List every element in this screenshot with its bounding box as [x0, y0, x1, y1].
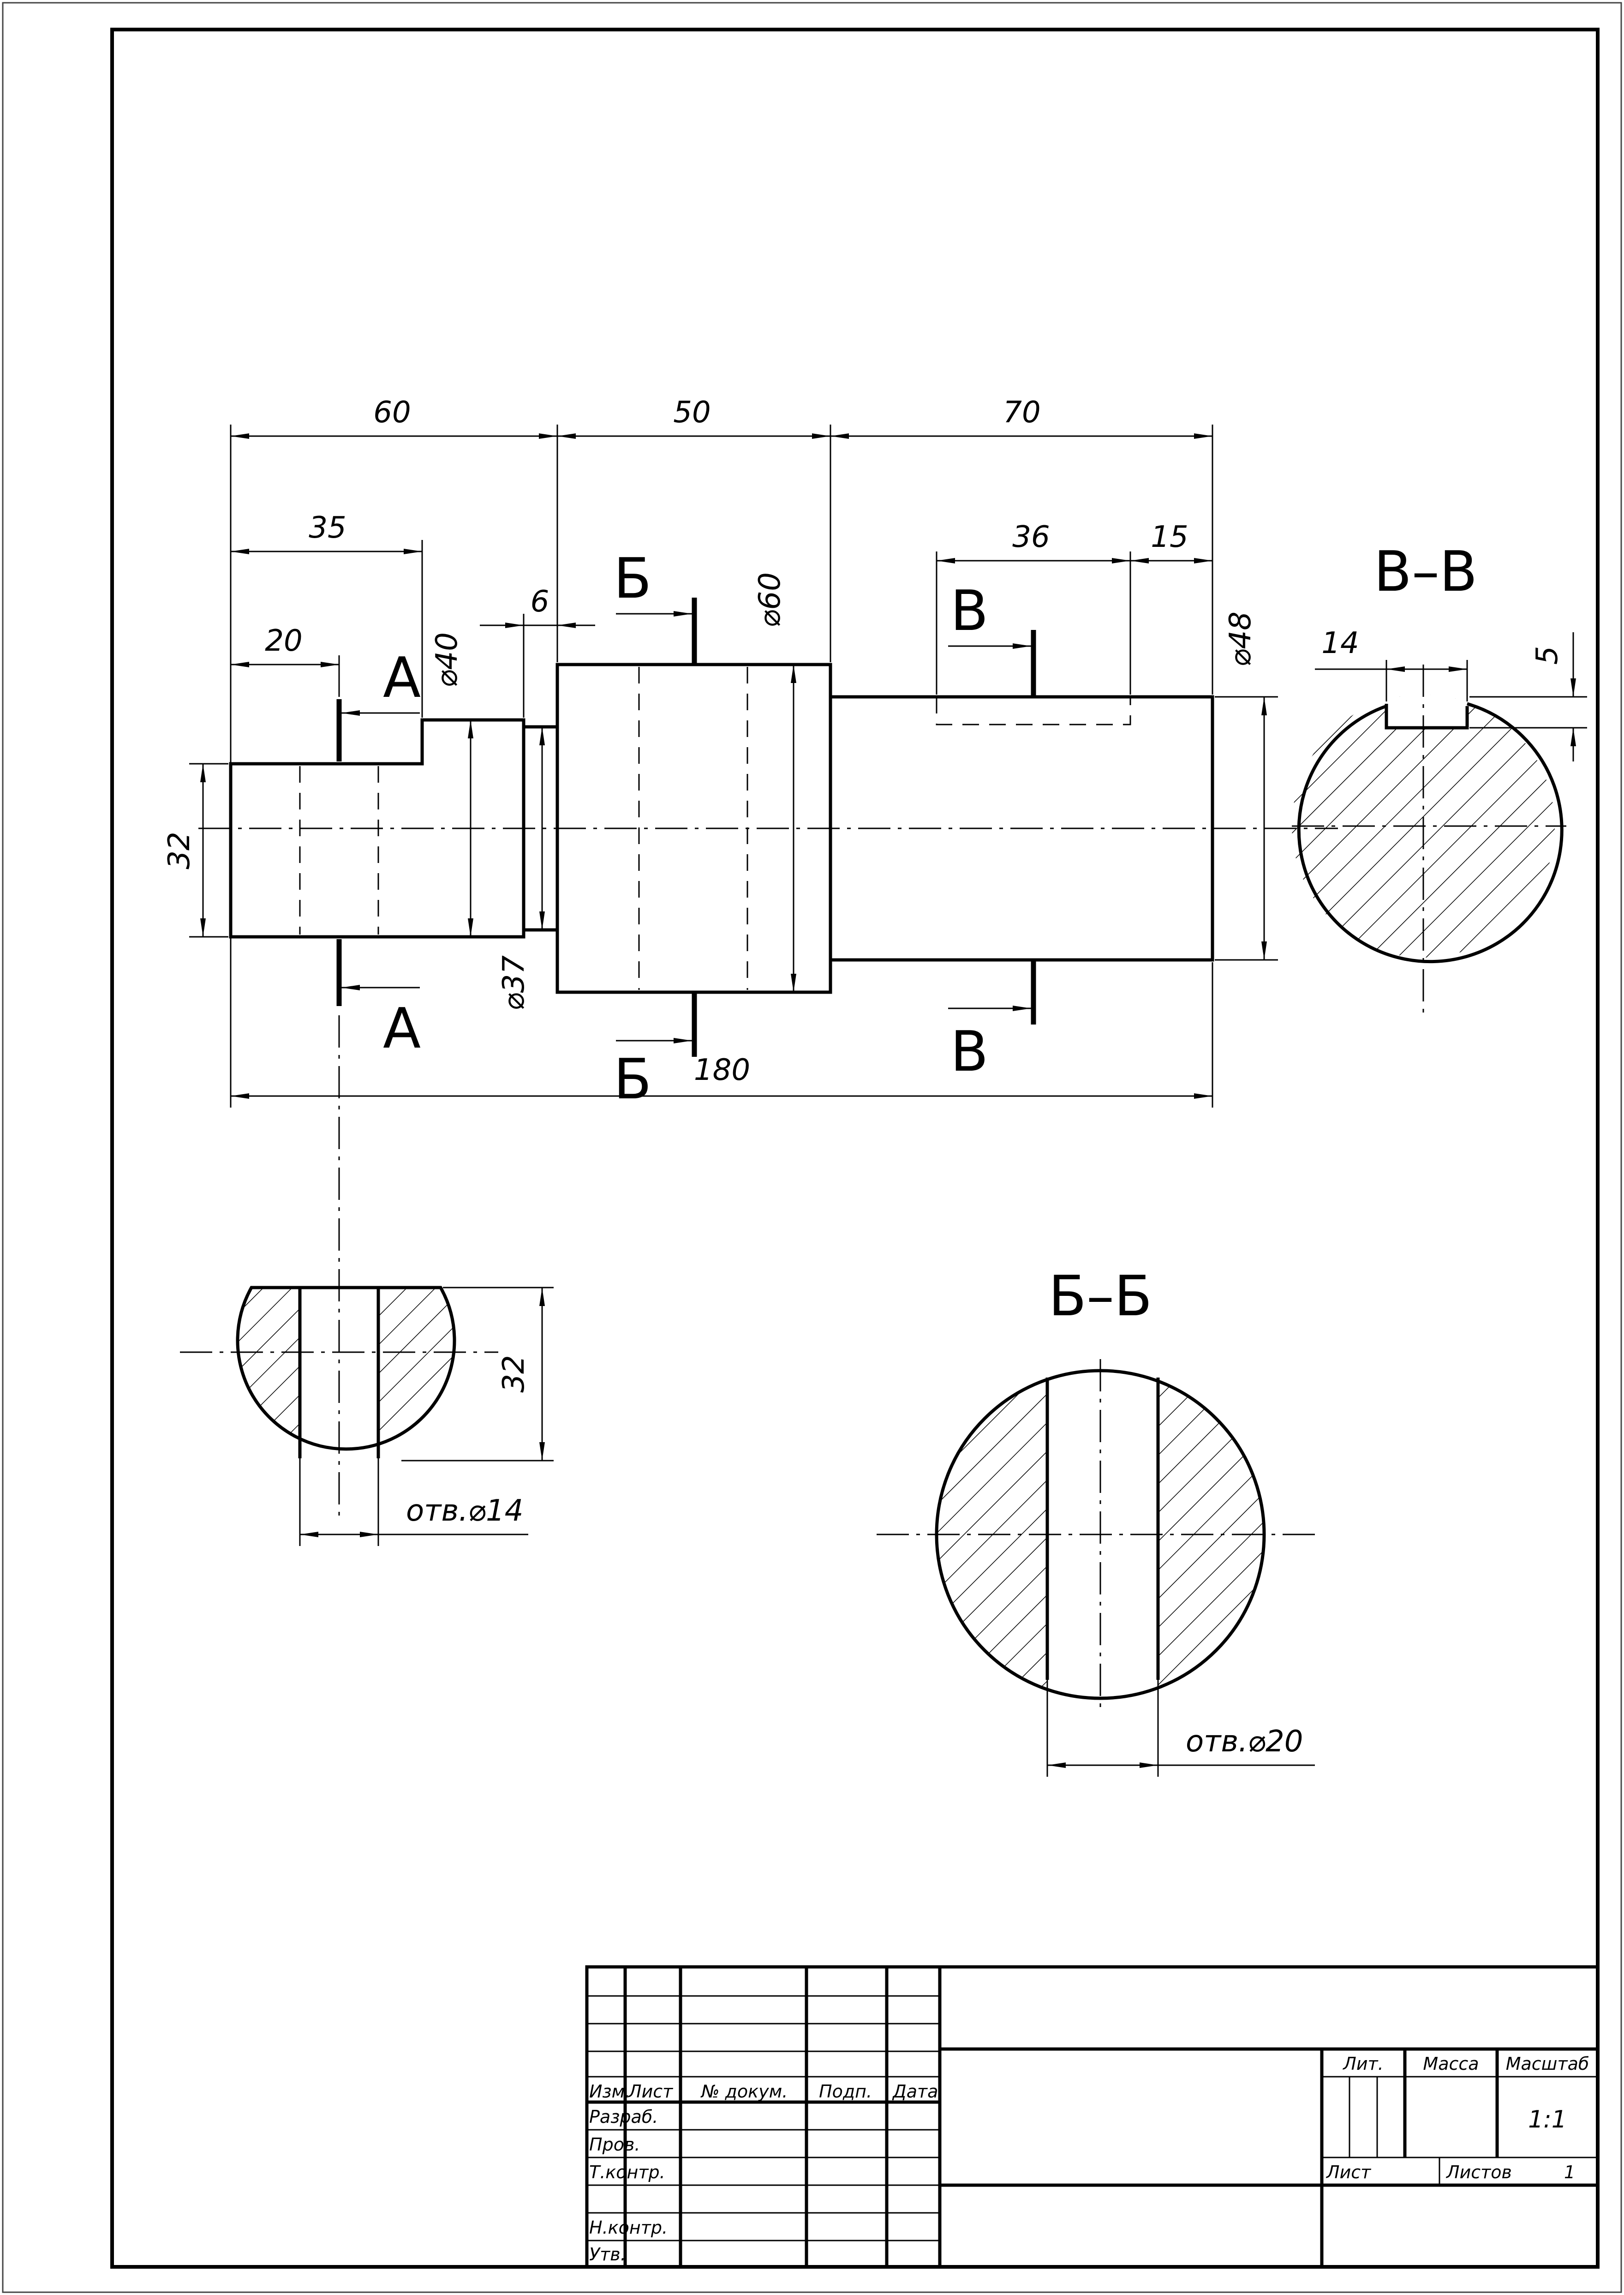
dim-20: 20 — [265, 624, 302, 658]
tb-masshtab: Масштаб — [1506, 2054, 1589, 2074]
drawing-frame — [110, 28, 1600, 2269]
dim-6: 6 — [531, 585, 549, 619]
dim-14: 14 — [1321, 626, 1359, 660]
section-mark-b-top: Б — [614, 547, 651, 611]
tb-izm: Изм. — [589, 2081, 630, 2102]
dim-dia40: ⌀40 — [430, 632, 464, 688]
section-mark-a-bottom: А — [383, 997, 421, 1061]
tb-razrab: Разраб. — [589, 2107, 658, 2127]
tb-prov: Пров. — [589, 2134, 640, 2155]
dim-15: 15 — [1151, 520, 1188, 554]
dim-180: 180 — [694, 1053, 750, 1087]
tb-data: Дата — [892, 2081, 938, 2102]
dim-60: 60 — [373, 395, 411, 430]
title-block — [585, 1965, 1600, 2269]
cutting-plane-marks — [336, 598, 1036, 1057]
dim-32-left: 32 — [162, 832, 197, 869]
dim-5: 5 — [1530, 646, 1564, 665]
tb-nkontr: Н.контр. — [589, 2217, 668, 2238]
dimension-lines — [189, 425, 1278, 1108]
dim-dia60: ⌀60 — [753, 572, 787, 628]
section-title-bb: Б–Б — [1049, 1264, 1152, 1329]
hidden-keyway — [936, 697, 1131, 725]
section-vv — [1292, 632, 1587, 1020]
dim-dia37: ⌀37 — [497, 955, 531, 1011]
tb-list: Лист — [627, 2081, 674, 2102]
section-mark-b-bottom: Б — [614, 1048, 651, 1112]
dim-hole-14: отв.⌀14 — [406, 1494, 523, 1528]
tb-doc-no: № докум. — [700, 2081, 788, 2102]
dim-36: 36 — [1012, 520, 1050, 554]
dim-hole-20: отв.⌀20 — [1186, 1725, 1303, 1759]
dim-dia48: ⌀48 — [1224, 611, 1258, 667]
section-aa — [180, 1015, 554, 1546]
tb-scale-value: 1:1 — [1528, 2106, 1567, 2133]
tb-podp: Подп. — [819, 2081, 872, 2102]
shaft-collar-60 — [555, 663, 832, 994]
section-bb — [877, 1359, 1320, 1777]
section-mark-v-bottom: В — [950, 1020, 988, 1084]
section-title-vv: В–В — [1374, 540, 1478, 604]
section-mark-v-top: В — [950, 579, 988, 643]
tb-tkontr: Т.контр. — [589, 2162, 665, 2182]
dim-70: 70 — [1003, 395, 1040, 430]
shaft-body-48 — [830, 695, 1214, 962]
dim-50: 50 — [673, 395, 710, 430]
section-mark-a-top: А — [383, 646, 421, 710]
tb-sheets-value: 1 — [1564, 2162, 1575, 2182]
tb-sheets-label: Листов — [1445, 2162, 1512, 2182]
tb-utv: Утв. — [589, 2244, 626, 2265]
tb-sheet-label: Лист — [1325, 2162, 1372, 2182]
tb-massa: Масса — [1423, 2054, 1479, 2074]
tb-lit: Лит. — [1342, 2054, 1384, 2074]
dim-32-section: 32 — [497, 1355, 531, 1392]
dim-35: 35 — [309, 511, 346, 545]
